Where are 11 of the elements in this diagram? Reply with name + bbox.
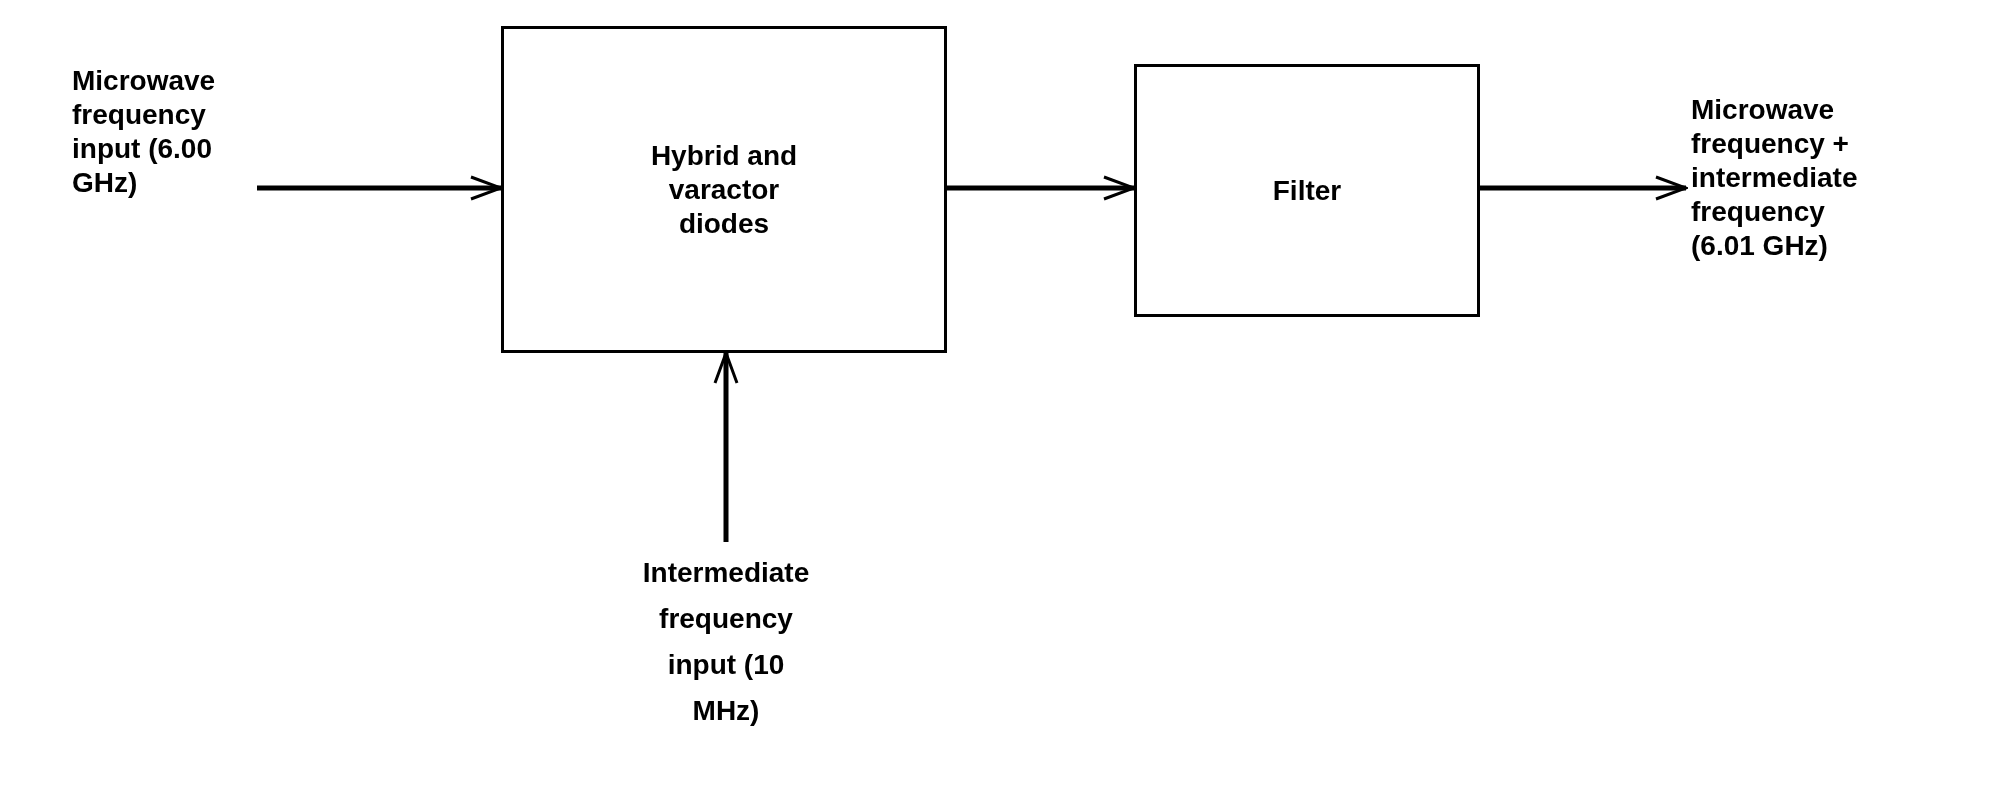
node-text: Microwave frequency input (6.00 GHz) (72, 64, 217, 200)
node-text: Filter (1272, 173, 1342, 208)
process-box (1134, 64, 1480, 317)
node-text: Intermediate frequency input (10 MHz) (641, 556, 811, 728)
arrow (713, 351, 739, 542)
process-box (501, 26, 947, 353)
node-text: Microwave frequency + intermediate frequency (6.01 GHz) (1691, 93, 1859, 263)
arrow (947, 175, 1136, 201)
arrow (257, 175, 503, 201)
arrow (1480, 175, 1688, 201)
node-text: Hybrid and varactor diodes (649, 138, 799, 241)
